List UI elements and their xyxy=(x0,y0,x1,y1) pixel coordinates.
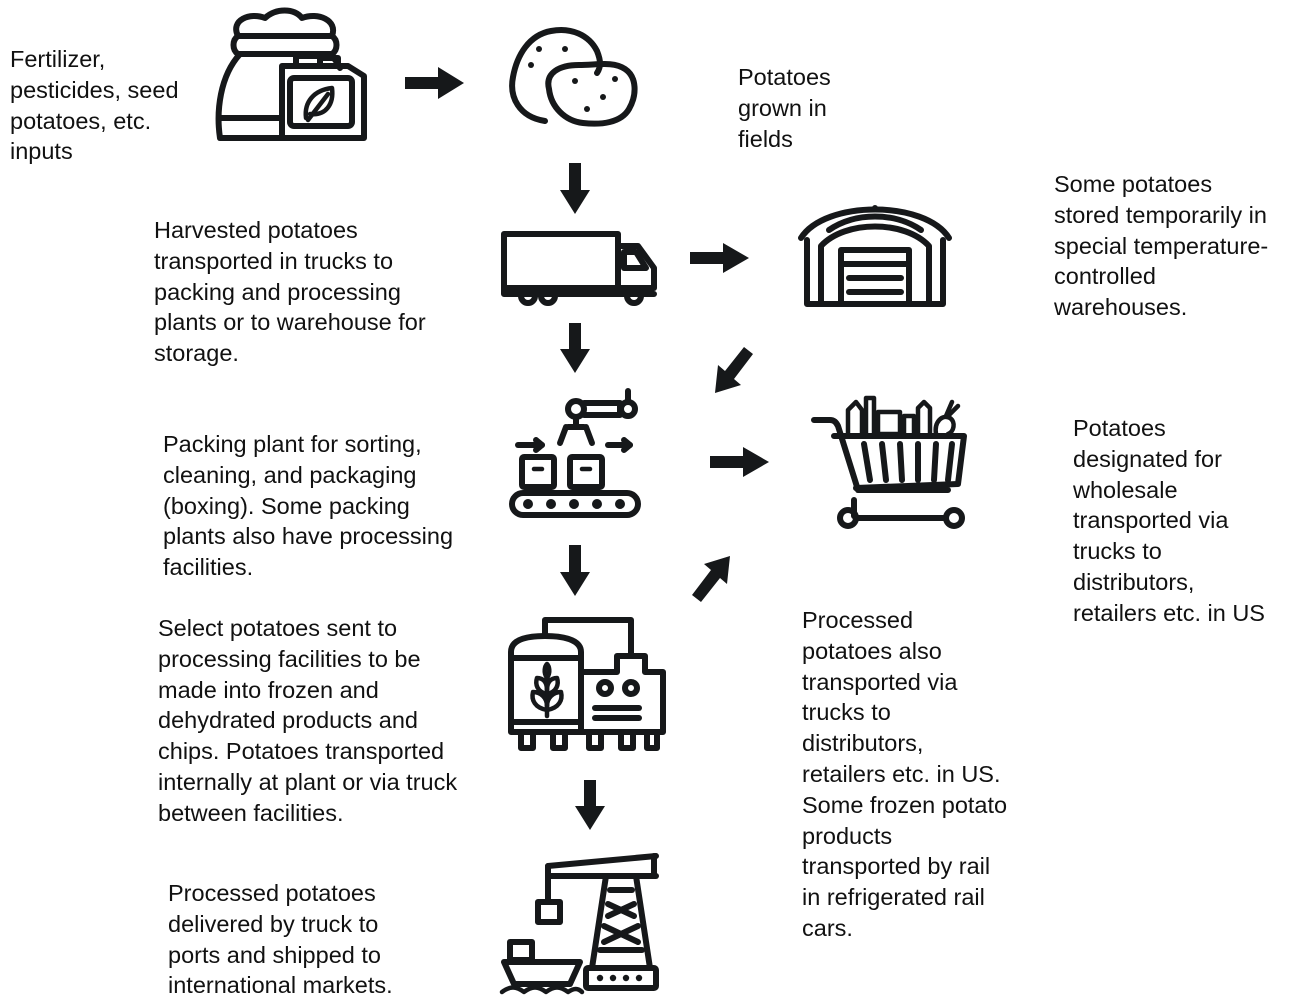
arrow-field-to-truck xyxy=(560,163,590,214)
fertilizer-sack-icon xyxy=(215,7,367,141)
label-packing-plant: Packing plant for sorting, cleaning, and… xyxy=(163,431,454,581)
label-harvested-transport: Harvested potatoes transported in trucks… xyxy=(154,217,426,367)
warehouse-icon xyxy=(798,205,952,307)
label-processing-facilities: Select potatoes sent to processing facil… xyxy=(158,615,458,826)
processing-factory-icon xyxy=(508,617,666,751)
port-crane-ship-icon xyxy=(499,853,659,995)
label-warehouse-storage: Some potatoes stored temporarily in spec… xyxy=(1054,171,1269,321)
arrow-processing-to-port xyxy=(575,780,605,830)
arrow-packing-to-processing xyxy=(560,545,590,596)
arrow-packing-to-retail xyxy=(710,447,769,477)
shopping-cart-icon xyxy=(811,395,967,529)
label-inputs: Fertilizer, pesticides, seed potatoes, e… xyxy=(10,46,179,165)
label-potatoes-grown: Potatoes grown in fields xyxy=(738,64,831,152)
arrow-warehouse-to-retail xyxy=(715,347,753,393)
delivery-truck-icon xyxy=(501,231,657,306)
arrow-truck-to-warehouse xyxy=(690,243,749,273)
arrow-processing-to-retail xyxy=(692,556,730,602)
packing-conveyor-icon xyxy=(509,388,641,518)
potatoes-icon xyxy=(509,27,638,127)
label-wholesale: Potatoes designated for wholesale transp… xyxy=(1073,415,1265,626)
arrow-truck-to-packing xyxy=(560,323,590,373)
label-processed-domestic: Processed potatoes also transported via … xyxy=(802,607,1008,941)
arrow-inputs-to-field xyxy=(405,67,464,99)
label-export: Processed potatoes delivered by truck to… xyxy=(168,880,393,999)
